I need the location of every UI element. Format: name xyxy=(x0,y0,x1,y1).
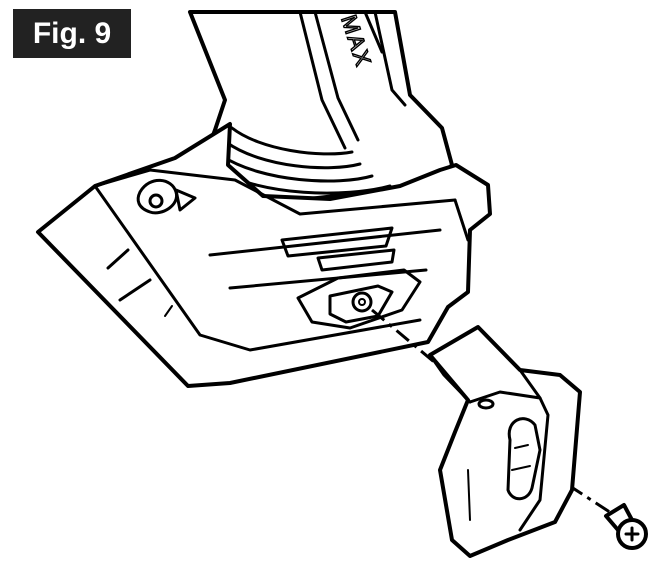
belt-clip-icon xyxy=(428,325,582,558)
figure-label: Fig. 9 xyxy=(13,9,131,58)
tool-handle xyxy=(188,10,454,207)
screw-icon xyxy=(604,503,648,550)
tool-base xyxy=(36,122,492,388)
